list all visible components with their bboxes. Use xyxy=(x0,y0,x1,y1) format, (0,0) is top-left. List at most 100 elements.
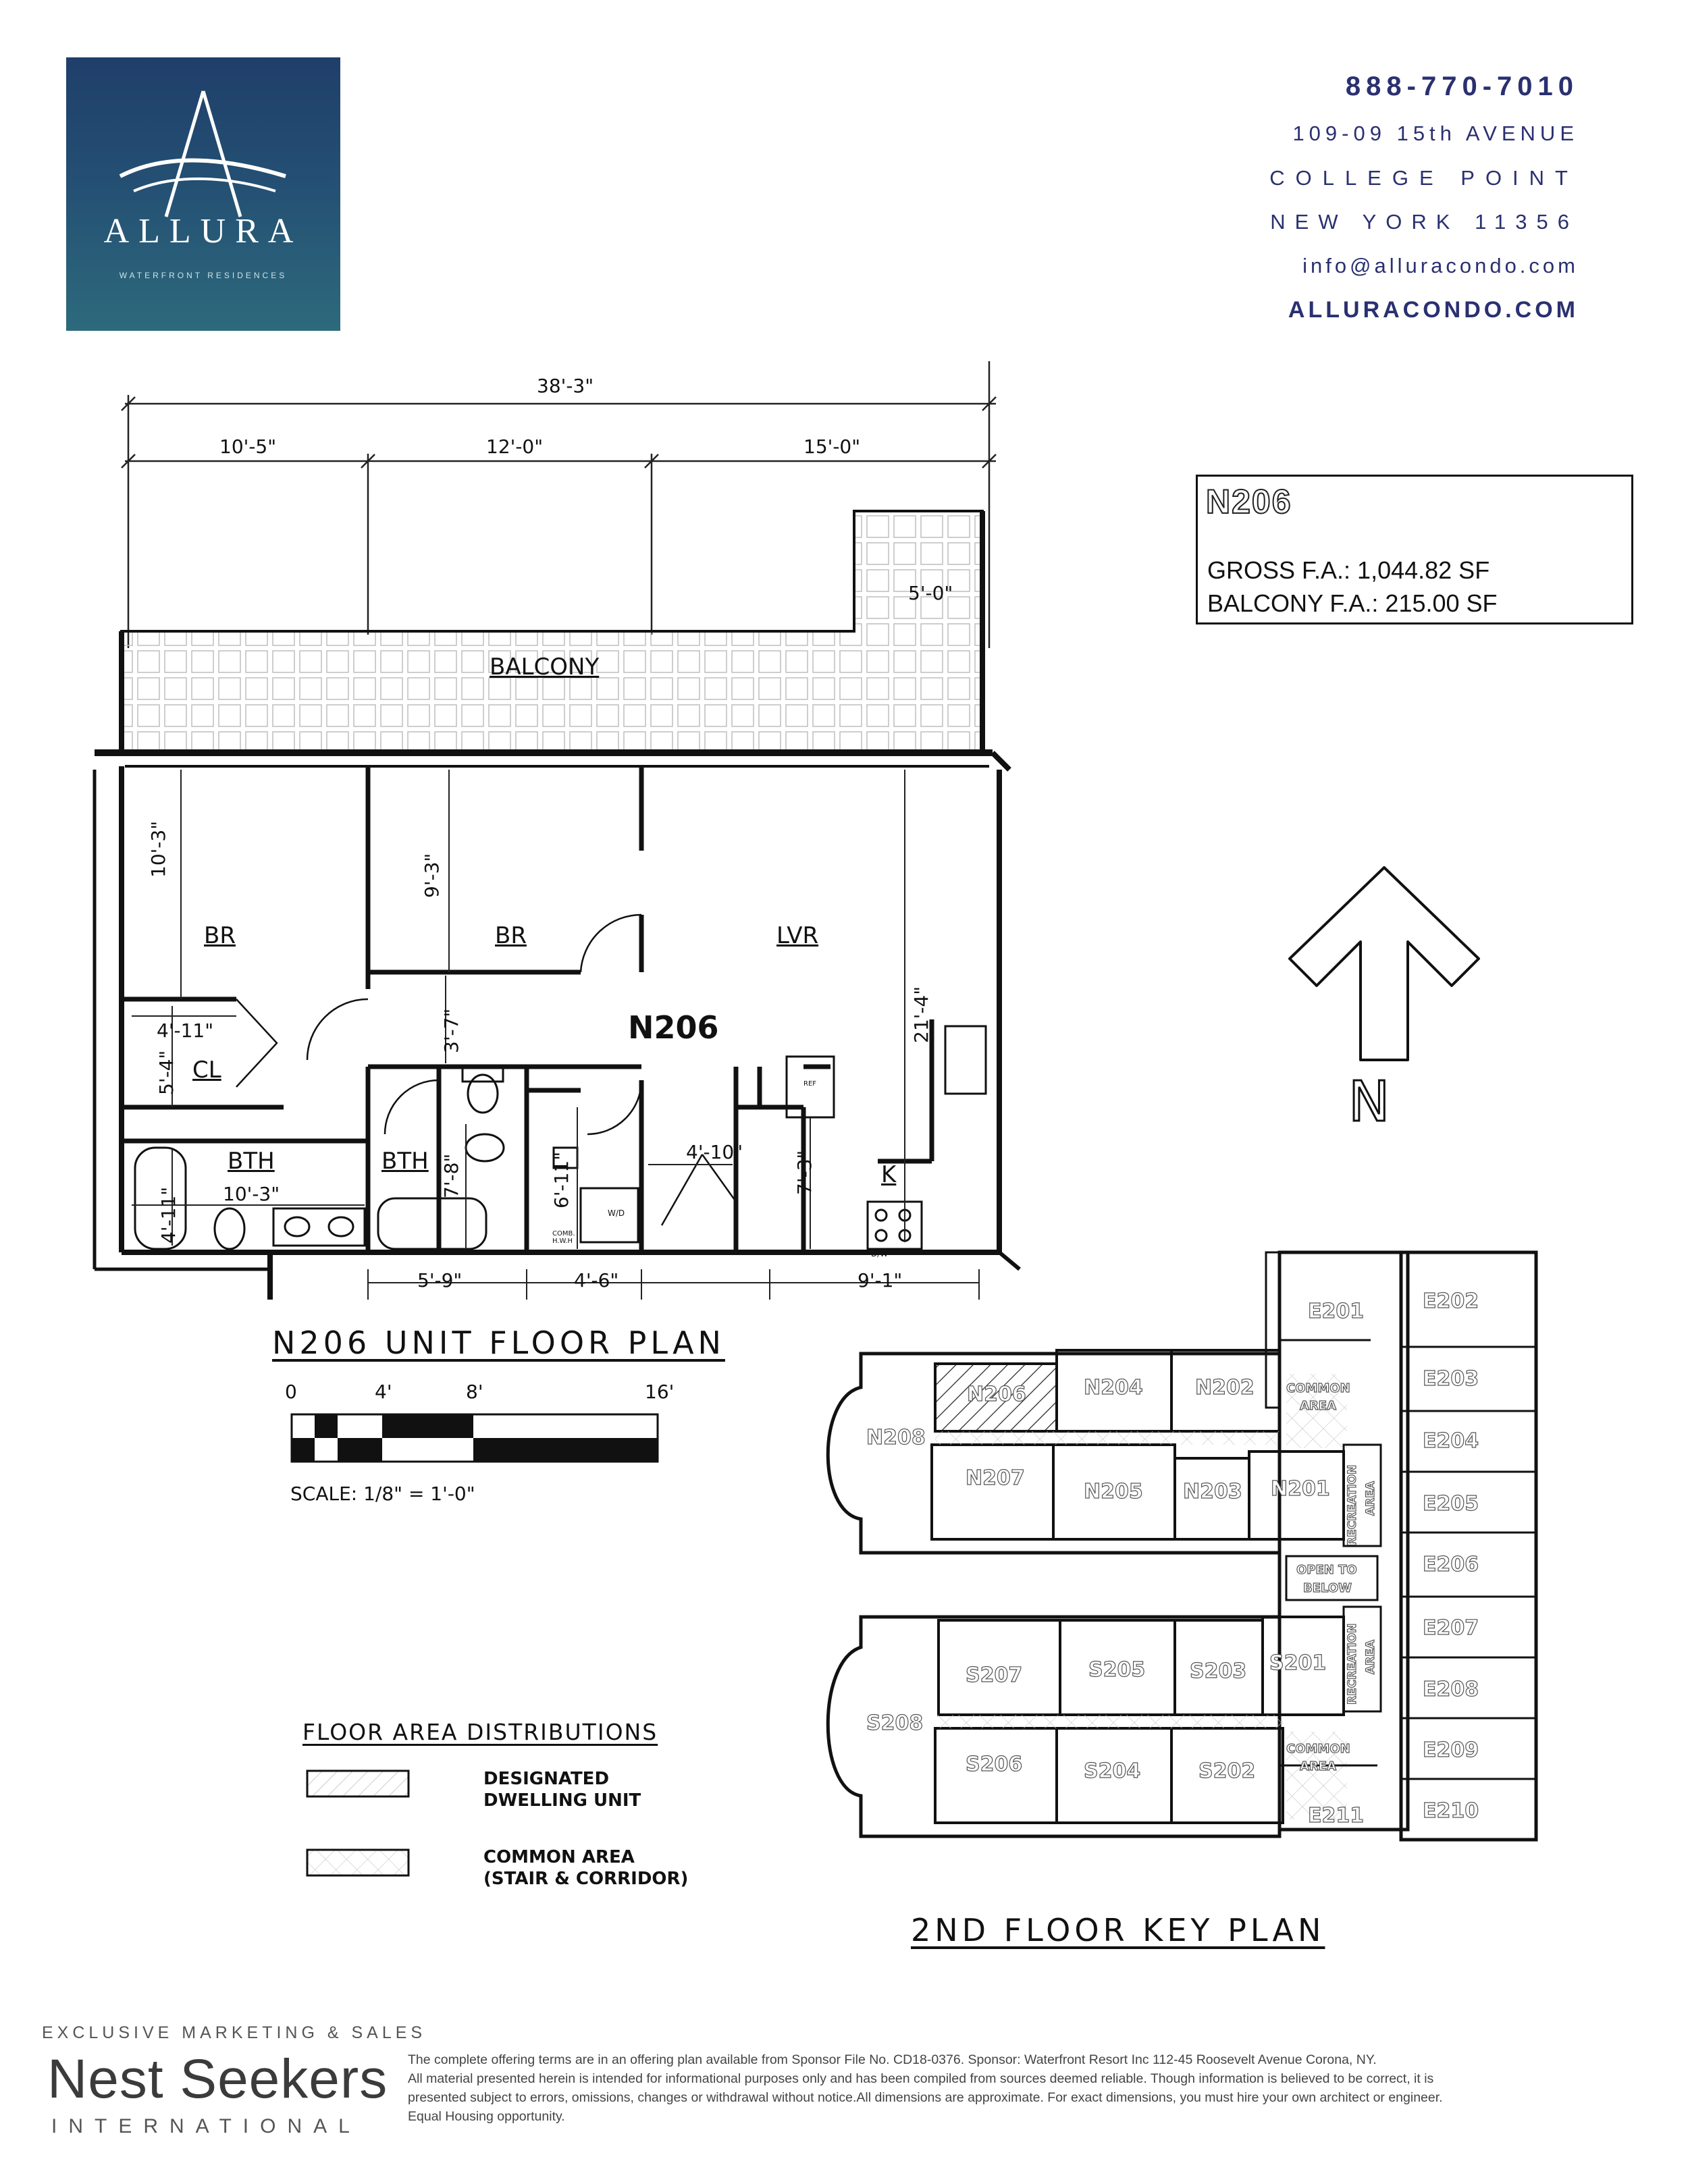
key-unit-n201: N201 xyxy=(1270,1476,1330,1501)
allura-a-mark-icon xyxy=(119,90,286,217)
room-label-br1: BR xyxy=(204,922,236,949)
key-unit-e208: E208 xyxy=(1422,1677,1479,1701)
unit-info-name: N206 xyxy=(1205,482,1292,521)
dim-entry: 4'-10" xyxy=(686,1141,743,1163)
dim-closet-width: 4'-11" xyxy=(157,1019,214,1042)
footer-exclusive-label: EXCLUSIVE MARKETING & SALES xyxy=(42,2023,427,2042)
dim-hall: 3'-7" xyxy=(440,1008,463,1053)
dim-wd-depth: 6'-11" xyxy=(550,1151,573,1208)
unit-info-box: N206 GROSS F.A.: 1,044.82 SF BALCONY F.A… xyxy=(1196,475,1633,624)
dim-br1-depth: 10'-3" xyxy=(147,820,169,878)
door-swings xyxy=(236,913,737,1226)
contact-website[interactable]: ALLURACONDO.COM xyxy=(1288,297,1579,323)
dim-bottom-2: 4'-6" xyxy=(574,1269,619,1291)
key-unit-n205: N205 xyxy=(1083,1479,1143,1503)
unit-label-n206: N206 xyxy=(628,1009,719,1046)
scale-bar xyxy=(290,1413,659,1463)
dim-kitchen-depth: 7'-3" xyxy=(793,1150,816,1195)
legend-common-line2: (STAIR & CORRIDOR) xyxy=(483,1869,689,1889)
dim-br2-depth: 9'-3" xyxy=(421,853,443,898)
key-common-area-south-1: COMMON xyxy=(1286,1741,1350,1756)
legal-line-2: All material presented herein is intende… xyxy=(408,2071,1434,2086)
key-open-below-1: OPEN TO xyxy=(1296,1562,1357,1577)
contact-phone[interactable]: 888-770-7010 xyxy=(1345,72,1579,101)
key-unit-n204: N204 xyxy=(1083,1375,1143,1400)
key-unit-n202: N202 xyxy=(1194,1375,1255,1400)
fixtures xyxy=(134,1025,987,1250)
key-unit-e201: E201 xyxy=(1307,1299,1365,1323)
footer-company-logo: Nest Seekers xyxy=(47,2048,388,2110)
legal-line-1: The complete offering terms are in an of… xyxy=(408,2052,1377,2067)
legend-dwelling-line1: DESIGNATED xyxy=(483,1769,610,1789)
key-unit-n206: N206 xyxy=(966,1382,1026,1406)
dim-bath2-depth: 7'-8" xyxy=(440,1153,463,1198)
dim-lvr-depth: 21'-4" xyxy=(910,986,932,1043)
room-label-kitchen: K xyxy=(881,1161,897,1188)
legal-line-3: presented subject to errors, omissions, … xyxy=(408,2090,1443,2105)
dim-overall-width: 38'-3" xyxy=(537,375,594,397)
label-water-heater: COMB. H.W.H xyxy=(552,1230,575,1245)
contact-address-street: 109-09 15th AVENUE xyxy=(1292,122,1579,145)
legend-swatches xyxy=(306,1769,410,1877)
interior-dimension-lines xyxy=(132,770,980,1300)
key-unit-s207: S207 xyxy=(965,1663,1023,1687)
key-unit-e203: E203 xyxy=(1422,1366,1479,1391)
room-label-balcony: BALCONY xyxy=(490,654,600,681)
room-label-closet: CL xyxy=(192,1057,221,1084)
contact-address-city: COLLEGE POINT xyxy=(1269,166,1579,190)
key-common-area-south-2: AREA xyxy=(1299,1759,1337,1774)
scale-tick-0: 0 xyxy=(285,1381,297,1403)
key-recreation-north-2: AREA xyxy=(1363,1481,1377,1516)
brand-tagline: WATERFRONT RESIDENCES xyxy=(119,271,288,280)
footer-company-sub: INTERNATIONAL xyxy=(51,2115,361,2137)
key-recreation-south-2: AREA xyxy=(1363,1639,1377,1674)
room-label-br2: BR xyxy=(495,922,527,949)
key-unit-s204: S204 xyxy=(1083,1759,1141,1783)
dimension-lines-top xyxy=(121,361,997,648)
room-label-lvr: LVR xyxy=(776,922,819,949)
balcony-area xyxy=(119,510,985,754)
key-unit-e211: E211 xyxy=(1307,1803,1365,1828)
label-refrigerator: REF xyxy=(803,1080,817,1088)
scale-tick-8: 8' xyxy=(466,1381,483,1403)
room-label-bath1: BTH xyxy=(228,1148,275,1175)
contact-email[interactable]: info@alluracondo.com xyxy=(1302,254,1579,277)
key-unit-s203: S203 xyxy=(1189,1659,1247,1683)
exterior-walls xyxy=(93,749,1021,1300)
key-unit-s205: S205 xyxy=(1088,1657,1146,1682)
key-common-area-north-2: AREA xyxy=(1299,1398,1337,1413)
dim-width-3: 15'-0" xyxy=(803,435,861,458)
scale-label: SCALE: 1/8" = 1'-0" xyxy=(290,1483,475,1505)
key-unit-s206: S206 xyxy=(965,1752,1023,1776)
key-unit-e204: E204 xyxy=(1422,1429,1479,1453)
key-plan-drawing xyxy=(826,1250,1538,1842)
key-unit-s202: S202 xyxy=(1198,1759,1256,1783)
legend-dwelling-line2: DWELLING UNIT xyxy=(483,1790,641,1811)
key-common-area-north-1: COMMON xyxy=(1286,1381,1350,1395)
scale-tick-4: 4' xyxy=(375,1381,392,1403)
key-unit-e210: E210 xyxy=(1422,1799,1479,1823)
contact-address-state: NEW YORK 11356 xyxy=(1270,210,1579,234)
dim-bottom-1: 5'-9" xyxy=(417,1269,463,1291)
room-label-bath2: BTH xyxy=(381,1148,429,1175)
dim-bath1-width: 10'-3" xyxy=(223,1183,280,1205)
compass-label: N xyxy=(1347,1069,1390,1136)
dim-closet-depth: 5'-4" xyxy=(155,1050,178,1095)
key-unit-e207: E207 xyxy=(1422,1616,1479,1640)
dim-width-1: 10'-5" xyxy=(219,435,277,458)
key-open-below-2: BELOW xyxy=(1302,1580,1352,1595)
key-recreation-north: RECREATION xyxy=(1345,1464,1359,1547)
label-dishwasher: D/W xyxy=(871,1249,889,1258)
dim-width-2: 12'-0" xyxy=(486,435,544,458)
brand-name: ALLURA xyxy=(103,212,303,250)
key-unit-s201: S201 xyxy=(1269,1651,1327,1675)
dim-bottom-3: 9'-1" xyxy=(858,1269,903,1291)
key-plan-title: 2ND FLOOR KEY PLAN xyxy=(911,1912,1325,1948)
dim-balcony-depth: 5'-0" xyxy=(908,582,953,604)
floor-plan-title: N206 UNIT FLOOR PLAN xyxy=(272,1325,725,1361)
label-washer-dryer: W/D xyxy=(608,1208,625,1218)
key-unit-s208: S208 xyxy=(866,1711,924,1735)
balcony-floor-area: BALCONY F.A.: 215.00 SF xyxy=(1207,589,1498,617)
key-unit-e202: E202 xyxy=(1422,1289,1479,1313)
